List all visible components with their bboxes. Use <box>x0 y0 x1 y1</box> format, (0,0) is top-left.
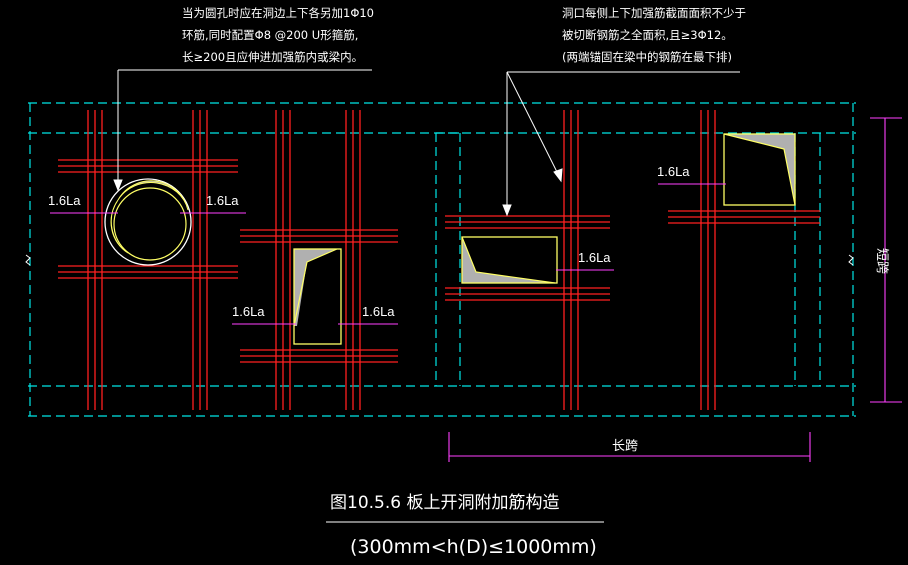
rect-opening-wide <box>461 236 558 284</box>
dim-label-2: 1.6La <box>206 193 239 208</box>
right-note-line-3: (两端锚固在梁中的钢筋在最下排) <box>562 50 732 64</box>
rebar-group-rect-wide <box>445 110 610 410</box>
rebar-group-rect-upper <box>668 110 820 410</box>
rect-opening-small <box>293 248 342 345</box>
dim-label-6: 1.6La <box>657 164 690 179</box>
dim-label-1: 1.6La <box>48 193 81 208</box>
rect-opening-upper <box>723 133 796 206</box>
leader-lines <box>113 69 740 217</box>
circle-opening-outline <box>113 187 187 261</box>
short-span-label: 短跨 <box>875 248 890 274</box>
long-span-label: 长跨 <box>612 438 638 453</box>
rebar-group-circle <box>58 110 238 410</box>
caption-title: 图10.5.6 板上开洞附加筋构造 <box>330 493 559 513</box>
rebar-group-rect-small <box>240 110 398 410</box>
right-note: 洞口每侧上下加强筋截面面积不少于 被切断钢筋之全面积,且≥3Φ12。 (两端锚固… <box>562 6 746 64</box>
dim-label-3: 1.6La <box>232 304 265 319</box>
ring-bar <box>104 178 192 266</box>
slab-edge-lines <box>28 102 856 417</box>
dim-label-5: 1.6La <box>578 250 611 265</box>
right-note-line-1: 洞口每侧上下加强筋截面面积不少于 <box>562 6 746 20</box>
right-note-line-2: 被切断钢筋之全面积,且≥3Φ12。 <box>562 28 733 42</box>
left-note-line-3: 长≥200且应伸进加强筋内或梁内。 <box>182 50 363 64</box>
dimension-lines <box>50 117 902 462</box>
left-note-line-2: 环筋,同时配置Φ8 @200 U形箍筋, <box>182 28 358 42</box>
caption-subtitle: (300mm<h(D)≤1000mm) <box>350 536 597 558</box>
circular-opening <box>104 178 192 266</box>
break-marks <box>25 254 854 266</box>
left-note: 当为圆孔时应在洞边上下各另加1Φ10 环筋,同时配置Φ8 @200 U形箍筋, … <box>182 6 374 64</box>
dim-label-4: 1.6La <box>362 304 395 319</box>
left-note-line-1: 当为圆孔时应在洞边上下各另加1Φ10 <box>182 6 374 20</box>
